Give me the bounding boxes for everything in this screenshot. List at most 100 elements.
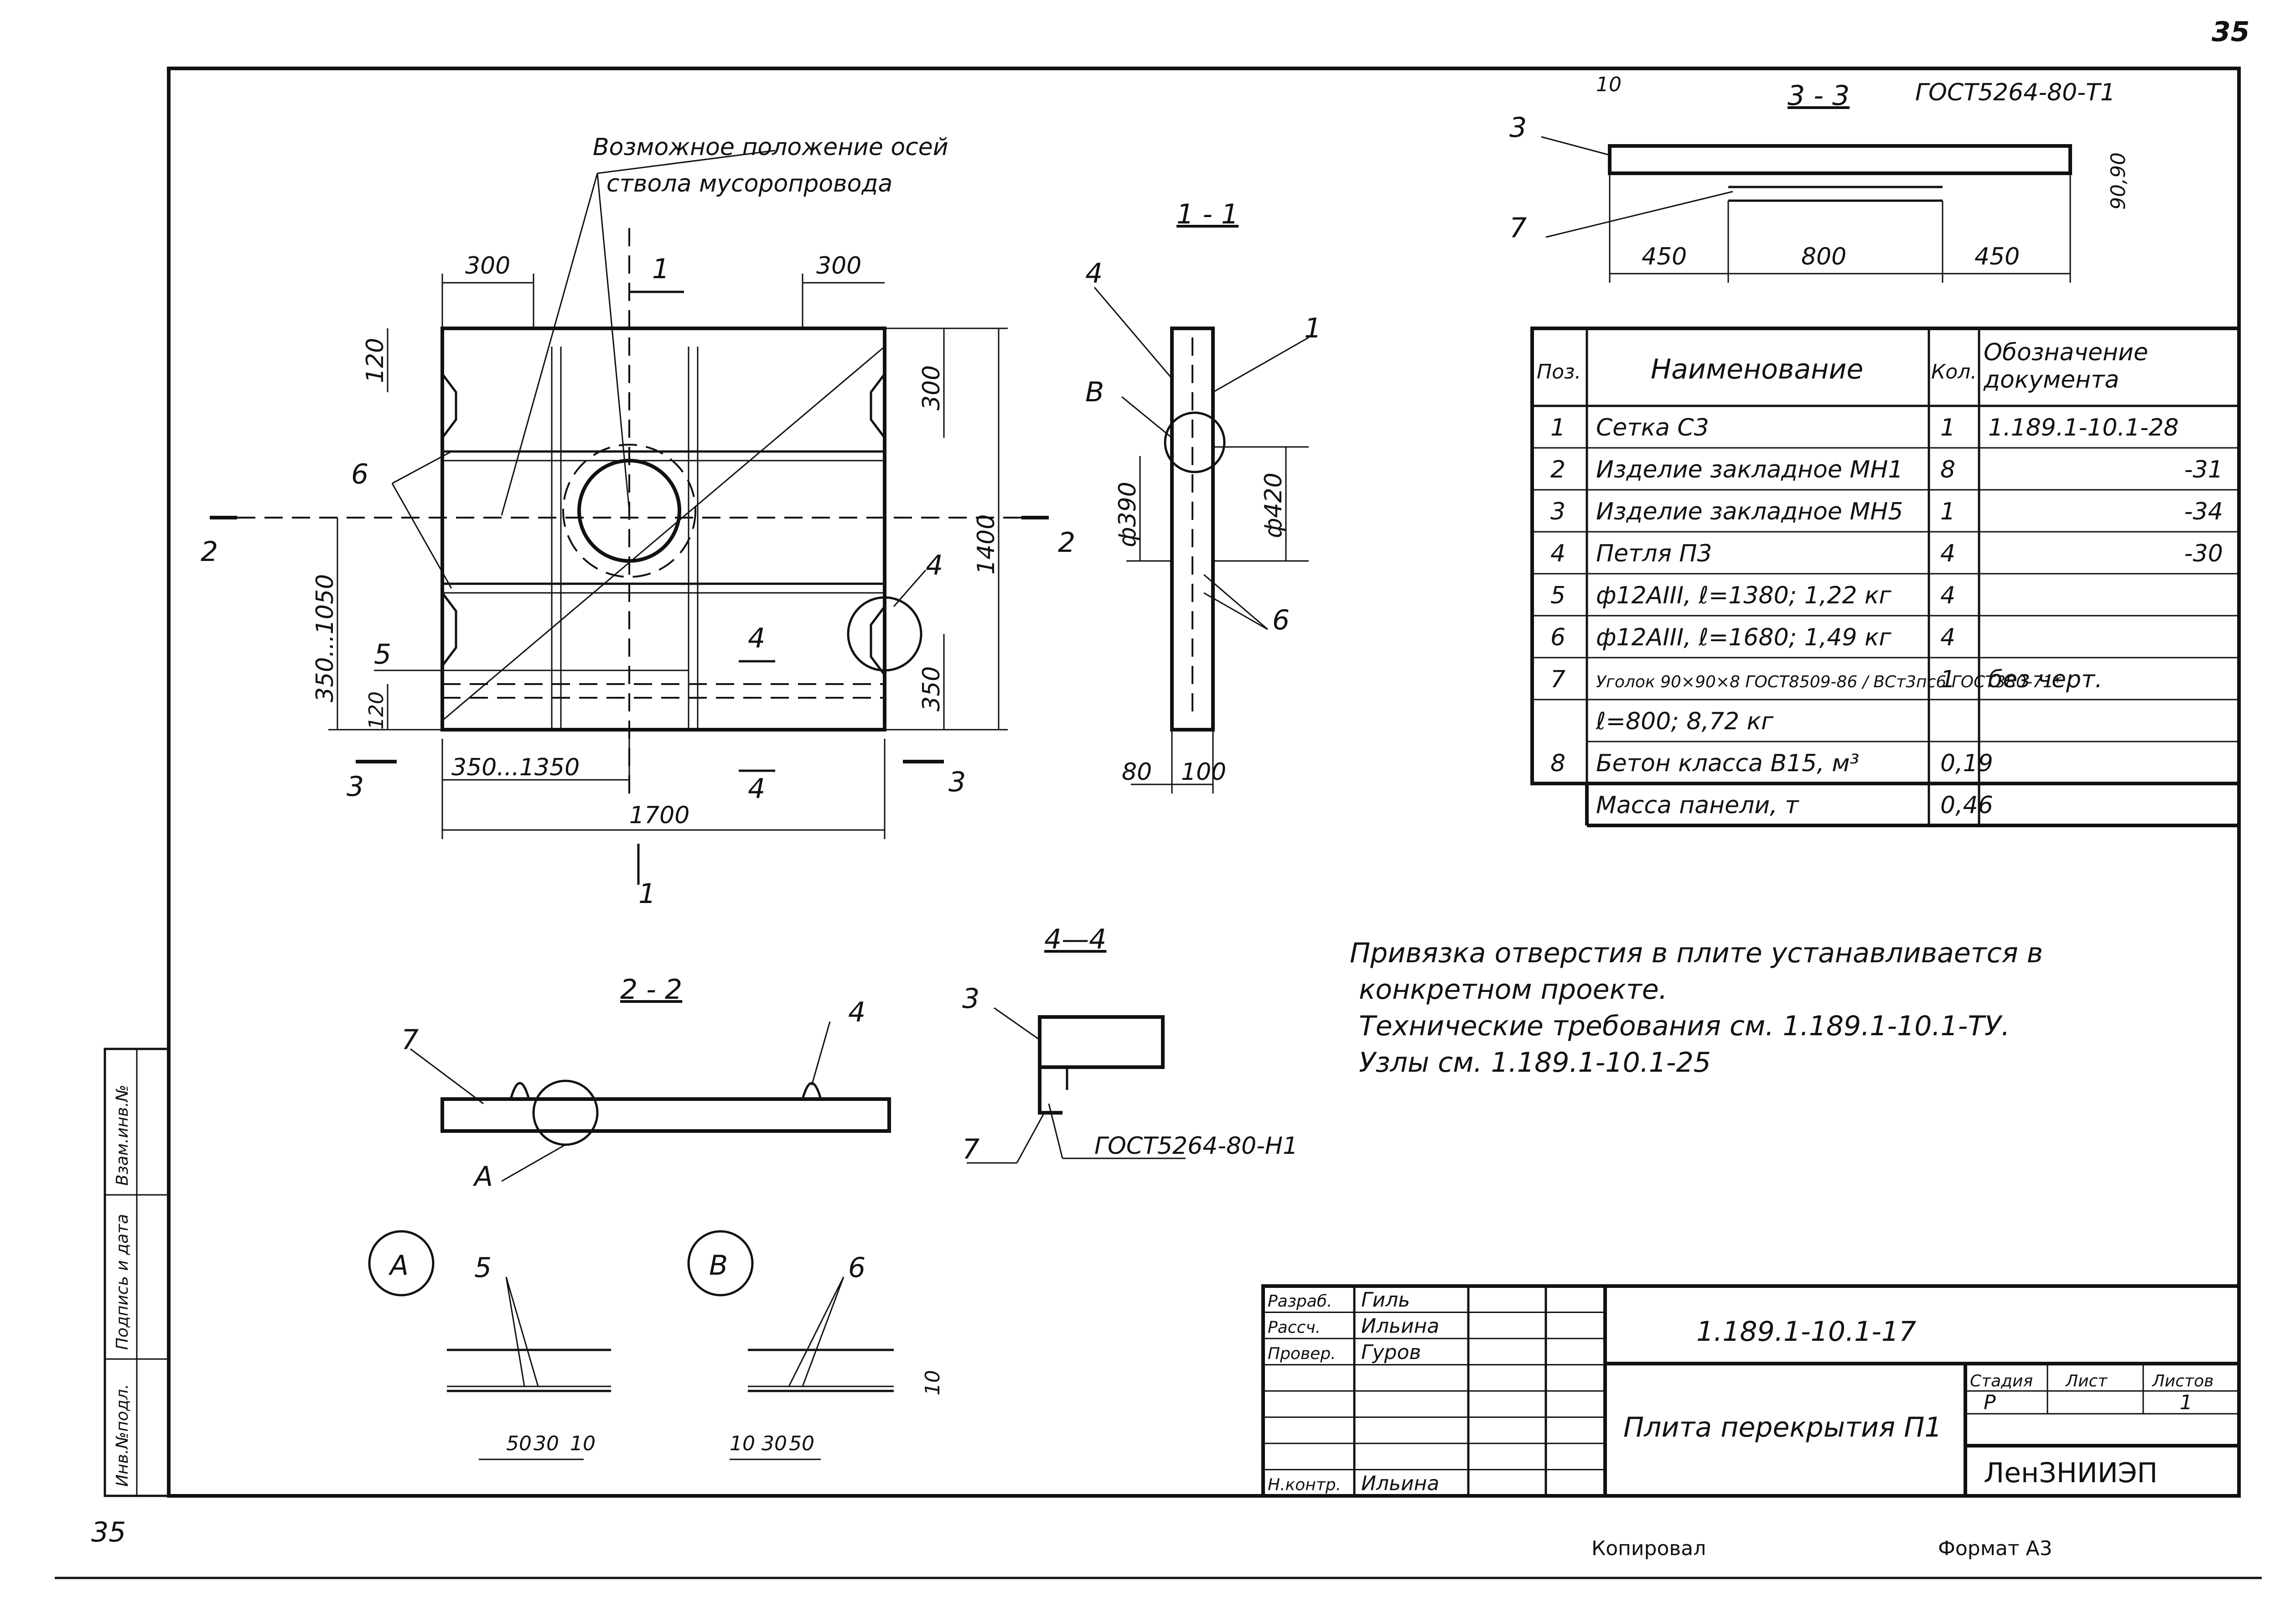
spec-row-name: Сетка С3 [1596,414,1709,441]
section-2-2-label: 2 - 2 [620,974,682,1006]
plan-section-1-top: 1 [652,253,669,285]
node-b-dim-10: 10 [730,1432,755,1455]
plan-annotation-line2: ствола мусоропровода [606,170,892,197]
title-block-person: Гуров [1361,1341,1421,1364]
section-3-3-dim-90-90: 90,90 [2107,152,2130,210]
note-line-4: Узлы см. 1.189.1-10.1-25 [1359,1047,1711,1079]
plan-dim-top-left: 300 [465,252,510,280]
section-1-1-node-b: B [1085,376,1104,408]
section-4-4-gost: ГОСТ5264-80-Н1 [1094,1132,1298,1160]
section-4-4-view: 4—4 3 7 ГОСТ5264-80-Н1 [962,924,1298,1165]
note-line-2: конкретном проекте. [1359,974,1668,1006]
plan-section-2-left: 2 [201,536,218,568]
section-3-3-dim-450-right: 450 [1974,243,2020,270]
spec-header-pos: Поз. [1537,360,1581,384]
spec-row-name: Изделие закладное МН1 [1596,456,1903,483]
side-stamp-sign: Подпись и дата [113,1214,132,1350]
plan-dim-left-350-1050: 350...1050 [311,574,339,702]
spec-row-name: Масса панели, т [1596,792,1799,819]
node-a-label: A [388,1250,409,1282]
section-2-2-pos-4: 4 [848,996,865,1028]
section-3-3-pos-7: 7 [1509,212,1527,244]
node-b-dim-50: 50 [789,1432,814,1455]
spec-header-qty: Кол. [1931,360,1977,384]
spec-row-qty: 4 [1940,582,1955,609]
section-3-3-gost: ГОСТ5264-80-Т1 [1915,79,2115,106]
section-2-2-node-a: A [472,1161,493,1193]
spec-row-qty: 8 [1940,456,1955,483]
spec-row-name: Изделие закладное МН5 [1596,498,1903,525]
title-block-role: Н.контр. [1268,1476,1341,1494]
section-3-3-view: 3 - 3 ГОСТ5264-80-Т1 450 800 450 10 90,9… [1509,73,2130,283]
spec-row-doc: -31 [2184,456,2223,483]
title-block-sheets-header: Листов [2151,1372,2213,1391]
plan-annotation-line1: Возможное положение осей [593,134,948,161]
title-block-sheets: 1 [2180,1391,2192,1414]
title-block-person: Ильина [1361,1315,1439,1338]
section-4-4-pos-7: 7 [962,1133,979,1165]
note-line-3: Технические требования см. 1.189.1-10.1-… [1359,1010,2010,1042]
title-block-role: Рассч. [1268,1318,1321,1337]
footer-copied: Копировал [1591,1537,1706,1560]
node-b-label: B [709,1250,728,1282]
section-4-4-pos-3: 3 [962,983,979,1015]
section-3-3-dim-800: 800 [1801,243,1846,270]
section-1-1-dim-100: 100 [1181,758,1226,786]
spec-header-name: Наименование [1651,353,1863,385]
plan-pos-6: 6 [351,458,368,490]
title-block: 1.189.1-10.1-17 Плита перекрытия П1 Стад… [1261,1284,2241,1498]
title-block-doc-code: 1.189.1-10.1-17 [1696,1316,1916,1348]
plan-section-2-right: 2 [1058,527,1075,559]
section-3-3-dim-10: 10 [1596,73,1622,96]
section-1-1-label: 1 - 1 [1176,198,1238,230]
spec-row-name: Бетон класса В15, м³ [1596,750,1859,777]
plan-dim-right-300: 300 [918,365,945,410]
plan-dim-right-1400: 1400 [973,514,1000,575]
spec-row-qty: 4 [1940,624,1955,651]
plan-section-3-right: 3 [948,766,966,798]
spec-row-pos: 4 [1550,540,1565,567]
spec-header-doc-2: документа [1983,366,2119,394]
spec-row-name: ℓ=800; 8,72 кг [1596,708,1774,735]
section-3-3-pos-3: 3 [1509,112,1527,144]
spec-row-name: Уголок 90×90×8 ГОСТ8509-86 / ВСт3пс6 ГОС… [1596,673,2062,691]
spec-row-name: ф12АIII, ℓ=1680; 1,49 кг [1596,624,1891,651]
side-stamp-inv: Инв.№подл. [113,1384,132,1487]
plan-pos-4: 4 [926,550,943,581]
plan-dim-top-right: 300 [816,252,861,280]
spec-row-pos: 1 [1550,414,1565,441]
section-2-2-node-a-circle [532,1079,599,1146]
plan-dim-bottom-1700: 1700 [629,802,689,829]
page-number-bottom: 35 [91,1516,126,1548]
node-a-dim-50: 50 [506,1432,532,1455]
title-block-person: Гиль [1361,1288,1410,1312]
plan-slab-outline [440,327,886,732]
spec-row-pos: 6 [1550,624,1565,651]
spec-row-qty: 4 [1940,540,1955,567]
spec-row-pos: 8 [1550,750,1565,777]
node-b-dim-thickness: 10 [921,1370,944,1396]
node-a-dim-30: 30 [534,1432,559,1455]
section-1-1-dim-80: 80 [1122,758,1152,786]
plan-dim-left-120: 120 [362,338,389,383]
node-a-view: A 5 50 30 10 [368,1230,611,1460]
spec-row-qty: 0,46 [1940,792,1993,819]
spec-row-qty: 1 [1940,498,1955,525]
spec-row-qty: 1 [1940,666,1955,693]
title-block-role: Разраб. [1268,1292,1332,1311]
plan-node-4-circle [847,596,922,672]
spec-row-doc: 1.189.1-10.1-28 [1988,414,2179,441]
plan-pos-5: 5 [374,638,391,670]
notes: Привязка отверстия в плите устанавливает… [1350,937,2043,1079]
section-4-4-label: 4—4 [1044,924,1106,955]
node-b-dim-30: 30 [762,1432,787,1455]
section-1-1-d420: ф420 [1260,472,1287,538]
title-block-title: Плита перекрытия П1 [1623,1411,1942,1443]
plan-section-4-bottom: 4 [748,773,765,805]
spec-row-pos: 3 [1550,498,1565,525]
side-stamp-replace: Взам.инв.№ [113,1084,132,1186]
spec-row-pos: 7 [1550,666,1565,693]
section-2-2-view: 2 - 2 7 4 A [401,974,891,1193]
plan-dim-bottom-350-1350: 350...1350 [451,754,580,781]
